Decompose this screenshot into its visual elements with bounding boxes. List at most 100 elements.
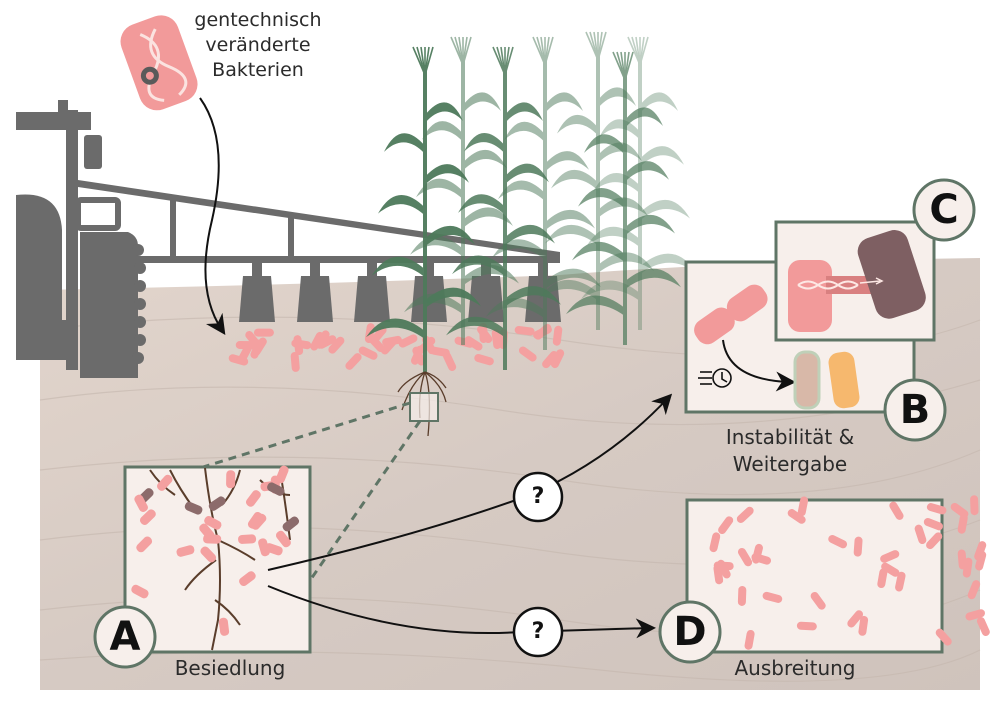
bacterium [914,524,927,545]
badge-a-letter: A [109,614,141,660]
bacterium [253,328,274,337]
bacterium [267,482,285,496]
bacterium [965,609,986,621]
bacterium [208,496,226,511]
bacterium [245,490,261,507]
bacterium [370,326,387,344]
bacterium [895,571,906,592]
root-strand [184,559,217,591]
bacterium [176,545,195,557]
question-circle-2 [512,606,564,658]
bacterium [250,513,267,530]
mutated-bacterium-green [793,350,821,410]
corn-plant-icon [446,46,561,370]
bacterium [204,515,222,530]
bacterium [847,610,864,628]
dna-gear-bacterium-icon [120,15,198,111]
bacterium [199,523,215,540]
bacteria-label: gentechnisch veränderte Bakterien [178,8,338,83]
arrow-a-to-d [267,585,656,639]
corn-plant-icon [366,46,481,372]
panel-a-root-colonization [131,465,300,651]
mutated-bacterium-orange [828,351,860,409]
bacterium [275,465,289,484]
bacterium [926,532,943,550]
bacterium [880,550,900,563]
bacterium [345,353,362,370]
badge-d-circle [658,600,722,664]
bacterium [514,325,535,336]
bacterium [238,534,257,544]
tractor-sprayer-icon [16,100,561,378]
bacterium [552,325,563,346]
bacterium [358,346,378,360]
root-strand [214,599,241,626]
bacterium [291,339,312,350]
corn-plant-icon [566,51,681,345]
bacterium [518,346,537,362]
dividing-bacterium-icon [694,284,768,345]
question-mark-1: ? [531,484,545,509]
bacterium [382,335,402,347]
bacteria-label-line-3: Bakterien [212,59,304,81]
sprayed-bacteria-group [228,323,565,372]
bacterium [957,513,968,534]
bacterium [935,628,952,646]
bacterium [533,325,552,339]
bacterium [810,591,826,610]
bacterium [477,325,493,344]
bacterium [877,568,888,589]
dna-transfer-icon [788,230,926,332]
bacterium [542,351,558,369]
bacterium [718,516,734,535]
bacterium [134,494,148,512]
bacterium [491,329,502,350]
bacteria-label-line-1: gentechnisch [194,9,322,31]
badge-a-circle [93,605,157,669]
badge-d-letter: D [673,609,707,655]
bacterium [131,584,149,599]
bacterium [797,496,809,517]
bacterium [752,543,763,564]
corn-plant-icon [539,31,654,330]
instability-arrow [722,339,796,392]
root-strand [217,539,256,561]
bacterium [974,541,987,561]
bacterium [858,615,869,636]
bacterium [139,509,156,525]
bacterium [429,346,450,357]
badge-b-circle [883,378,947,442]
bacterium [228,354,249,366]
bacterium [226,470,236,489]
bacteria-label-line-2: veränderte [205,34,311,56]
corn-field [366,31,696,372]
bacterium [550,349,565,369]
bacterium [744,629,755,650]
bacterium [398,334,418,348]
bacterium [975,550,987,571]
bacterium [881,562,900,577]
bacterium [926,503,947,515]
panel-b-caption-line-1: Instabilität & [725,425,855,449]
bacterium [252,337,267,356]
panel-b-caption-line-2: Weitergabe [732,452,848,476]
badge-c-circle [912,178,976,242]
bacterium [796,621,817,631]
question-mark-2: ? [531,619,545,644]
bacterium [238,343,253,363]
bacterium [157,474,173,491]
zoom-guide-lines [199,401,422,596]
bacterium [290,351,300,372]
bacterium [976,617,990,636]
bacterium [443,352,457,371]
bacterium [962,557,973,578]
bacterium [709,532,721,553]
bacterium [828,535,848,549]
panel-b-caption: Instabilität & Weitergabe [690,424,890,478]
bacterium [258,538,270,557]
bacterium [967,580,981,600]
badge-c-letter: C [929,187,959,233]
panel-a-caption: Besiedlung [174,656,286,680]
bacterium [136,536,153,553]
